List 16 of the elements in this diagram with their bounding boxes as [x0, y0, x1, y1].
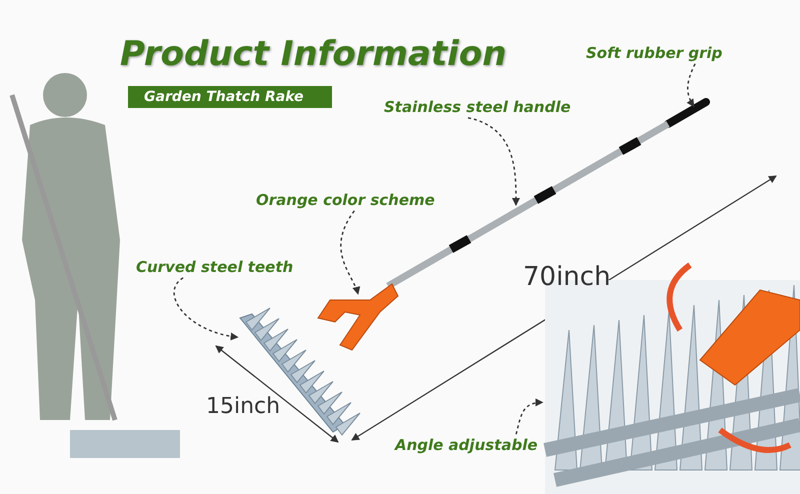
leader-line	[340, 210, 360, 295]
title: Product Information	[120, 34, 506, 74]
leader-line	[173, 277, 239, 340]
part-label: Curved steel teeth	[136, 258, 294, 276]
rake-part-drawing	[664, 98, 710, 128]
dimension-label: 70inch	[523, 262, 611, 292]
leader-line	[515, 398, 544, 434]
leader-line	[468, 117, 520, 206]
leader-line	[686, 64, 696, 108]
dimension-label: 15inch	[206, 394, 280, 419]
part-label: Stainless steel handle	[384, 98, 571, 116]
part-label: Orange color scheme	[256, 191, 435, 209]
part-label: Angle adjustable	[395, 436, 538, 454]
part-label: Soft rubber grip	[586, 44, 722, 62]
title-banner: Garden Thatch Rake	[128, 86, 332, 108]
rake-part-drawing	[317, 283, 399, 351]
